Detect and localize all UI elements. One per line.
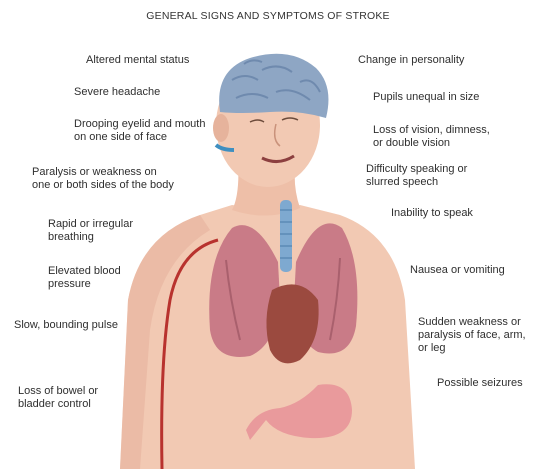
label-sudden-weakness: Sudden weakness or paralysis of face, ar… xyxy=(418,316,526,355)
label-rapid-breathing: Rapid or irregular breathing xyxy=(48,218,133,244)
label-elevated-blood-pressure: Elevated blood pressure xyxy=(48,265,121,291)
label-loss-bowel-control: Loss of bowel or bladder control xyxy=(18,385,98,411)
brain xyxy=(219,54,328,118)
label-possible-seizures: Possible seizures xyxy=(437,377,523,390)
label-drooping-eyelid: Drooping eyelid and mouth on one side of… xyxy=(74,118,205,144)
trachea xyxy=(280,200,292,272)
label-change-personality: Change in personality xyxy=(358,54,464,67)
label-inability-speak: Inability to speak xyxy=(391,207,473,220)
label-paralysis-weakness: Paralysis or weakness on one or both sid… xyxy=(32,166,174,192)
label-difficulty-speaking: Difficulty speaking or slurred speech xyxy=(366,163,467,189)
label-nausea-vomiting: Nausea or vomiting xyxy=(410,264,505,277)
label-severe-headache: Severe headache xyxy=(74,86,160,99)
label-pupils-unequal: Pupils unequal in size xyxy=(373,91,479,104)
label-altered-mental-status: Altered mental status xyxy=(86,54,189,67)
ear xyxy=(213,114,229,142)
label-slow-pulse: Slow, bounding pulse xyxy=(14,319,118,332)
label-loss-vision: Loss of vision, dimness, or double visio… xyxy=(373,124,490,150)
